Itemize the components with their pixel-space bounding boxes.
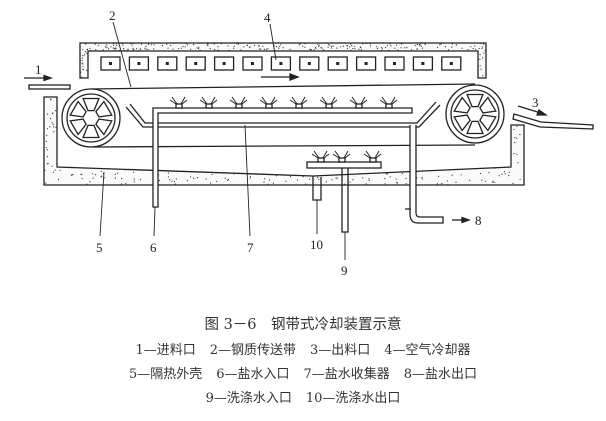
insulated-housing xyxy=(43,96,525,186)
wash-spray-nozzles xyxy=(311,150,382,163)
left-drum xyxy=(61,88,121,148)
brine-collector xyxy=(125,101,441,128)
legend-item: 8—盐水出口 xyxy=(403,367,478,382)
legend-item: 4—空气冷却器 xyxy=(384,343,471,358)
spray-nozzle xyxy=(317,157,325,163)
spray-nozzle xyxy=(235,103,243,109)
legend-item: 6—盐水入口 xyxy=(216,367,290,382)
legend-line-2: 5—隔热外壳 6—盐水入口 7—盐水收集器 8—盐水出口 xyxy=(0,363,606,382)
label-7: 7 xyxy=(247,240,254,255)
label-6: 6 xyxy=(150,240,157,255)
spray-nozzle xyxy=(175,103,183,109)
spray-nozzle xyxy=(369,157,377,163)
legend-item: 9—洗涤水入口 xyxy=(205,391,292,406)
label-9: 9 xyxy=(341,263,348,278)
legend-item: 7—盐水收集器 xyxy=(303,367,390,382)
label-2: 2 xyxy=(109,8,116,23)
spray-nozzle xyxy=(265,103,273,109)
part-labels: 1 2 3 4 5 6 7 8 9 10 xyxy=(35,8,539,278)
spray-nozzle xyxy=(295,103,303,109)
steel-belt-cooler-diagram: 1 2 3 4 5 6 7 8 9 10 xyxy=(24,8,594,278)
wash-water-sprayer xyxy=(306,161,382,233)
legend-item: 2—钢质传送带 xyxy=(209,343,296,358)
brine-spray-pipe xyxy=(152,107,413,208)
belt-direction-arrow xyxy=(261,73,300,81)
legend-line-3: 9—洗涤水入口 10—洗涤水出口 xyxy=(0,387,606,406)
spray-nozzle xyxy=(355,103,363,109)
feed-inlet xyxy=(24,74,71,90)
spray-nozzle xyxy=(338,157,346,163)
label-8: 8 xyxy=(475,213,482,228)
label-1: 1 xyxy=(35,62,42,77)
discharge-outlet xyxy=(512,105,594,130)
spray-nozzle xyxy=(325,103,333,109)
legend-item: 3—出料口 xyxy=(310,343,371,358)
spray-nozzle xyxy=(385,103,393,109)
brine-spray-nozzles xyxy=(169,96,398,109)
leader-lines xyxy=(99,21,346,260)
legend-item: 5—隔热外壳 xyxy=(128,367,203,382)
label-3: 3 xyxy=(532,95,539,110)
label-5: 5 xyxy=(96,240,103,255)
steel-belt xyxy=(90,83,476,148)
legend-line-1: 1—进料口 2—钢质传送带 3—出料口 4—空气冷却器 xyxy=(0,339,606,358)
insulation-texture xyxy=(43,42,521,186)
label-10: 10 xyxy=(310,237,323,252)
air-cooler-units xyxy=(100,56,462,71)
legend-item: 1—进料口 xyxy=(135,343,196,358)
figure-title: 图 3－6 钢带式冷却装置示意 xyxy=(204,317,402,333)
legend-item: 10—洗涤水出口 xyxy=(305,391,401,406)
brine-outlet-pipe xyxy=(405,125,471,224)
right-drum xyxy=(445,84,505,144)
label-4: 4 xyxy=(264,10,271,25)
spray-nozzle xyxy=(205,103,213,109)
